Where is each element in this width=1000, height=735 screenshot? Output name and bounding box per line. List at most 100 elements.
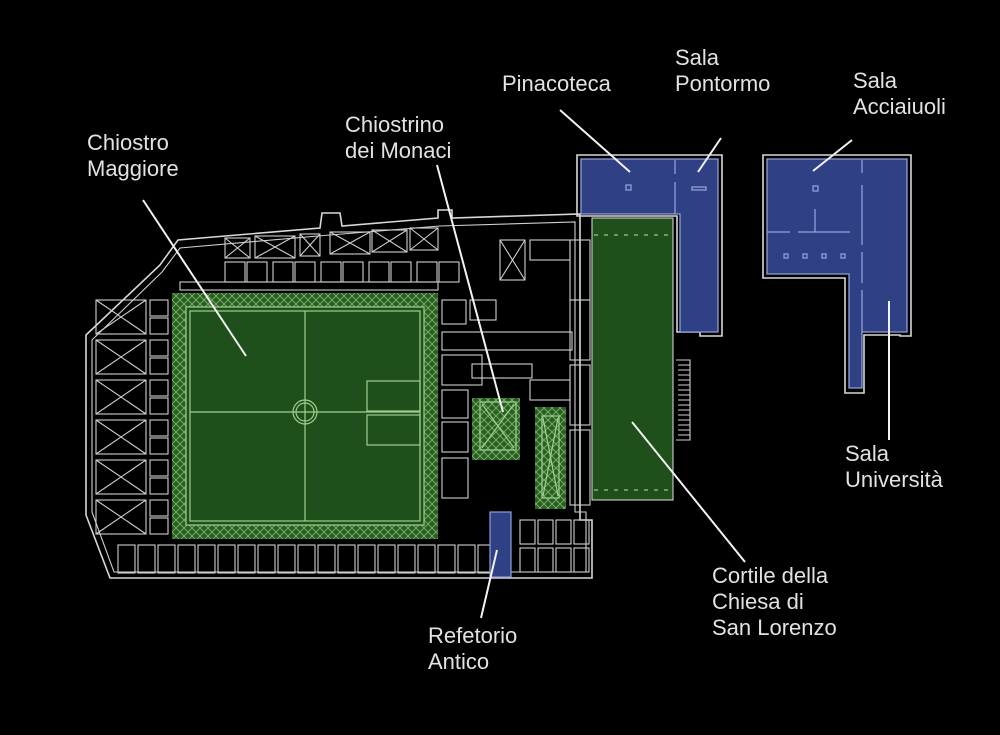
building-outline: [85, 209, 593, 579]
sala-acciaiuoli-area: [762, 154, 912, 394]
room: [357, 544, 376, 574]
label-line: Chiostro: [87, 130, 169, 155]
room: [95, 339, 147, 375]
room: [157, 544, 176, 574]
rooms: [95, 227, 591, 574]
room: [149, 499, 169, 517]
room: [441, 457, 469, 499]
room: [95, 459, 147, 495]
room: [437, 544, 456, 574]
room: [569, 364, 591, 426]
room: [416, 261, 438, 283]
room: [95, 499, 147, 535]
room: [320, 261, 342, 283]
room: [224, 261, 246, 283]
room: [573, 547, 590, 573]
label-line: Sala: [675, 45, 720, 70]
room: [457, 544, 476, 574]
room: [441, 331, 573, 351]
label-line: dei Monaci: [345, 138, 452, 163]
room: [294, 261, 316, 283]
room: [519, 547, 536, 573]
room: [95, 419, 147, 455]
room: [217, 544, 236, 574]
room: [224, 237, 251, 259]
room: [149, 379, 169, 397]
room: [117, 544, 136, 574]
label-line: Sala: [853, 68, 898, 93]
room: [409, 227, 439, 251]
room: [469, 299, 497, 321]
room: [149, 357, 169, 375]
room: [377, 544, 396, 574]
label-line: Cortile della: [712, 563, 829, 588]
room: [342, 261, 364, 283]
cortile-area: [591, 217, 691, 501]
room: [149, 419, 169, 437]
leader-lines: [142, 109, 890, 619]
label-line: San Lorenzo: [712, 615, 837, 640]
room: [197, 544, 216, 574]
room: [179, 281, 439, 291]
room: [441, 389, 469, 419]
room: [149, 339, 169, 357]
room: [371, 229, 408, 253]
room: [438, 261, 460, 283]
label-line: Maggiore: [87, 156, 179, 181]
room: [95, 299, 147, 335]
label-line: Sala: [845, 441, 890, 466]
room: [317, 544, 336, 574]
room: [237, 544, 256, 574]
room: [149, 397, 169, 415]
room: [254, 235, 296, 259]
label-line: Pinacoteca: [502, 71, 611, 96]
room: [149, 459, 169, 477]
room: [246, 261, 268, 283]
room: [272, 261, 294, 283]
label-line: Chiesa di: [712, 589, 804, 614]
room: [149, 477, 169, 495]
pinacoteca-area: [576, 154, 723, 337]
room: [149, 517, 169, 535]
room: [149, 437, 169, 455]
room: [337, 544, 356, 574]
label-pinacoteca: Pinacoteca: [502, 71, 611, 97]
room: [417, 544, 436, 574]
room: [441, 354, 483, 386]
room: [555, 547, 572, 573]
room: [529, 379, 571, 401]
room: [329, 231, 371, 255]
room: [397, 544, 416, 574]
room: [177, 544, 196, 574]
label-line: Chiostrino: [345, 112, 445, 137]
room: [519, 519, 536, 545]
room: [257, 544, 276, 574]
room: [149, 317, 169, 335]
room: [137, 544, 156, 574]
room: [368, 261, 390, 283]
label-line: Acciaiuoli: [853, 94, 946, 119]
room: [390, 261, 412, 283]
label-line: Refetorio: [428, 623, 518, 648]
room: [569, 299, 591, 361]
room: [529, 239, 571, 261]
room: [537, 547, 554, 573]
room: [299, 233, 321, 257]
room: [569, 429, 591, 506]
room: [149, 299, 169, 317]
room: [471, 363, 533, 379]
room: [499, 239, 526, 281]
room: [441, 299, 467, 325]
room: [537, 519, 554, 545]
room: [297, 544, 316, 574]
room: [555, 519, 572, 545]
chiostrino-area: [472, 398, 566, 509]
